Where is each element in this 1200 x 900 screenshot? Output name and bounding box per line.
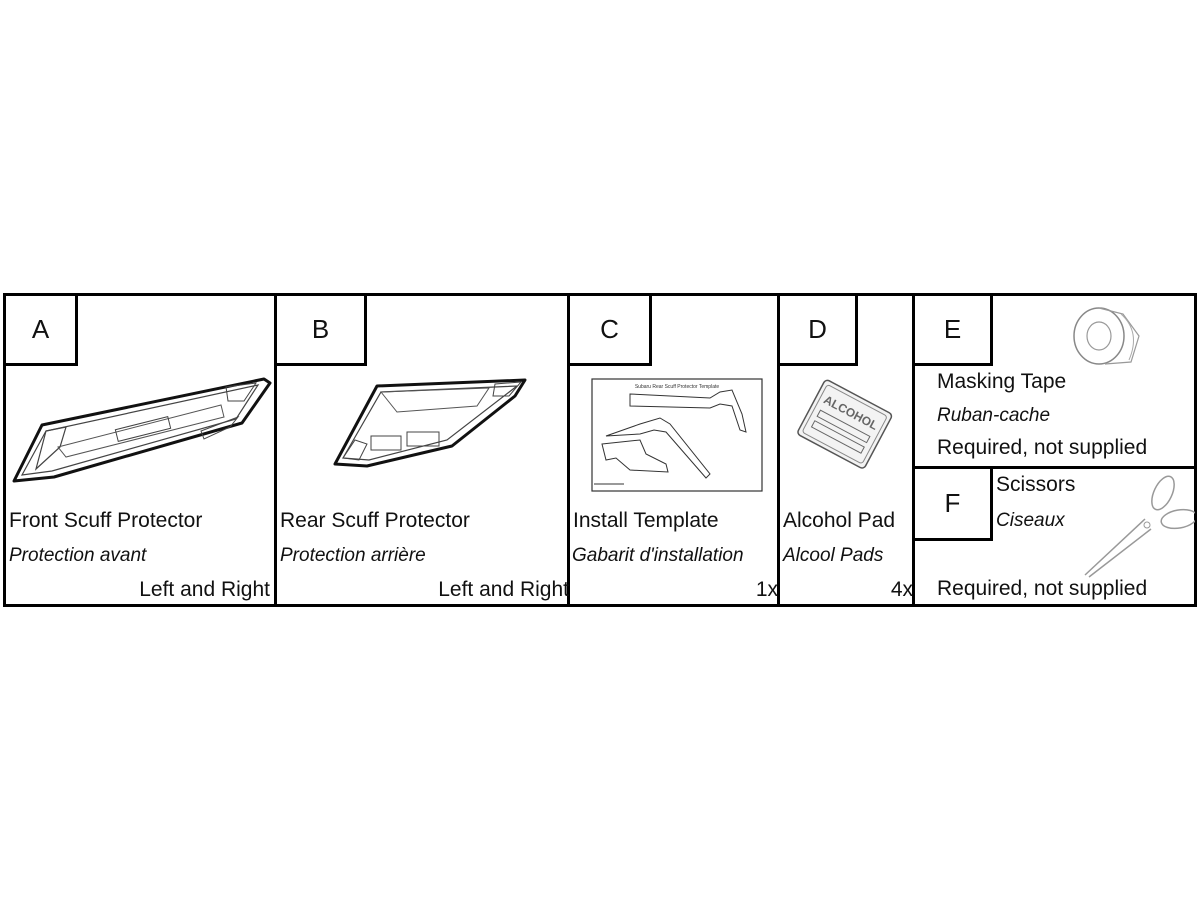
part-letter: E [915, 296, 993, 366]
part-quantity: Required, not supplied [937, 436, 1148, 459]
part-name: Masking Tape [937, 370, 1067, 393]
part-cell-d: D ALCOHOL Alcohol Pad Alcool Pads 4x [780, 296, 913, 604]
part-name-fr: Protection arrière [280, 545, 426, 566]
scissors-drawing [1084, 475, 1195, 578]
part-letter: F [915, 469, 993, 541]
divider [274, 296, 277, 604]
front-scuff-protector-drawing [12, 377, 272, 483]
part-letter: C [570, 296, 652, 366]
part-quantity: 1x [755, 578, 778, 601]
part-letter: A [6, 296, 78, 366]
part-name: Rear Scuff Protector [280, 509, 470, 532]
part-name: Install Template [573, 509, 719, 532]
parts-strip: A Front Scuff Protector Protection avant… [3, 293, 1197, 607]
part-name: Alcohol Pad [783, 509, 896, 532]
part-cell-b: B Rear Scuff Protector Protection arrièr… [277, 296, 569, 604]
part-quantity: 4x [890, 578, 913, 601]
divider [915, 466, 1194, 469]
alcohol-pad-drawing: ALCOHOL [797, 379, 893, 469]
part-name-fr: Ruban-cache [937, 405, 1051, 426]
divider [912, 296, 915, 604]
part-quantity: Left and Right [139, 578, 270, 601]
part-letter: B [277, 296, 367, 366]
part-cell-f: F Scissors Ciseaux Required, not supplie… [915, 469, 1195, 604]
part-name: Front Scuff Protector [9, 509, 203, 532]
part-quantity: Required, not supplied [937, 577, 1148, 600]
part-cell-e: E Masking Tape Ruban-cache Required, not… [915, 296, 1194, 468]
part-name-fr: Alcool Pads [783, 545, 884, 566]
part-cell-a: A Front Scuff Protector Protection avant… [6, 296, 274, 604]
divider [567, 296, 570, 604]
part-name-fr: Gabarit d'installation [572, 545, 744, 566]
masking-tape-drawing [1073, 307, 1140, 365]
part-name: Scissors [996, 473, 1076, 496]
part-name-fr: Ciseaux [996, 510, 1065, 531]
rear-scuff-protector-drawing [333, 378, 527, 468]
divider [777, 296, 780, 604]
part-letter: D [780, 296, 858, 366]
part-cell-c: C Subaru Rear Scuff Protector Template I… [570, 296, 778, 604]
part-quantity: Left and Right [438, 578, 569, 601]
install-template-drawing: Subaru Rear Scuff Protector Template [591, 378, 763, 492]
template-caption: Subaru Rear Scuff Protector Template [635, 384, 720, 390]
part-name-fr: Protection avant [9, 545, 147, 566]
